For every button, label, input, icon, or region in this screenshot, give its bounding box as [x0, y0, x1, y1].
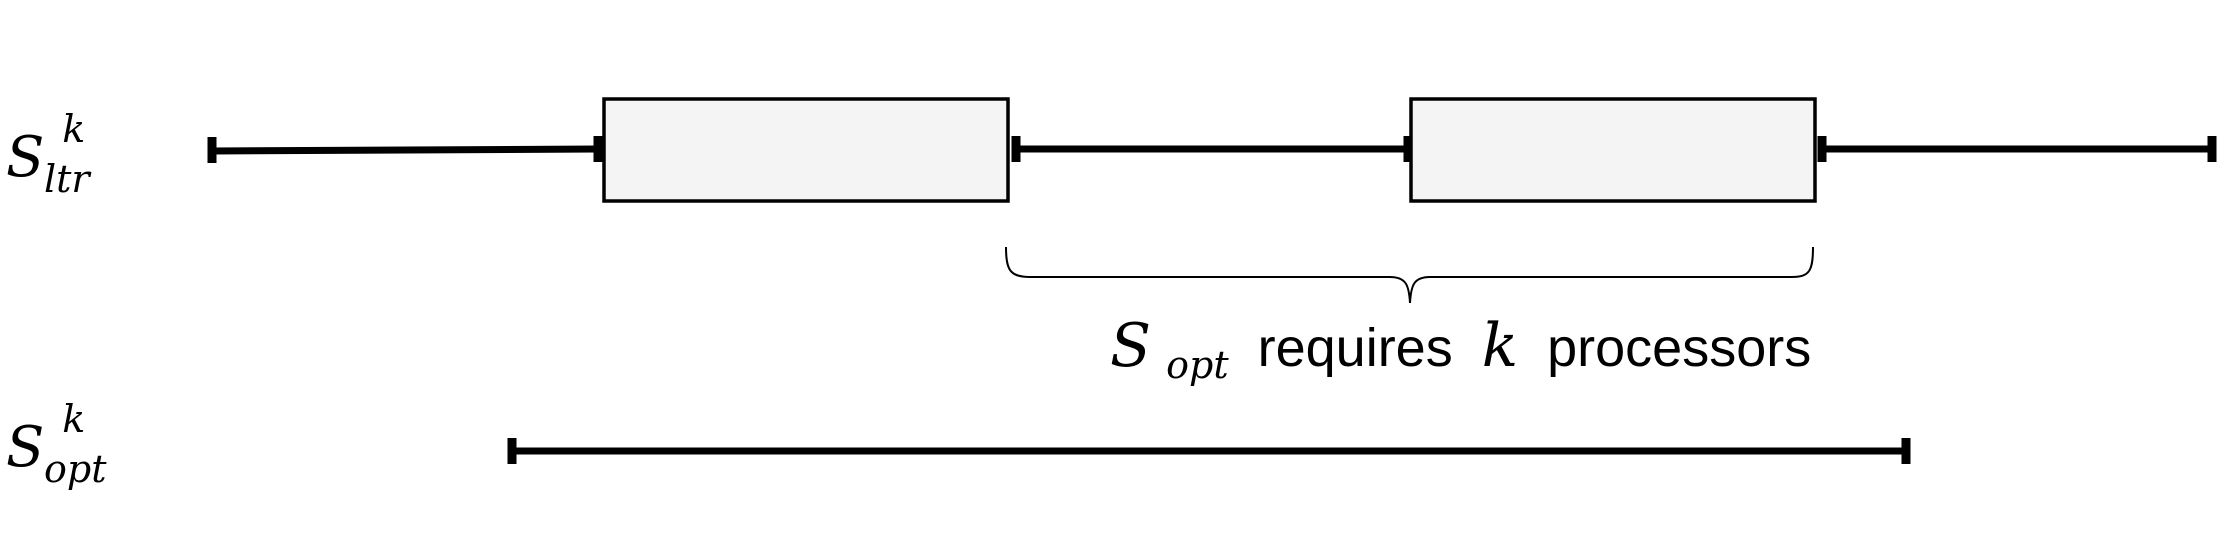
- ltr-timeline: [211, 145, 2212, 155]
- row-label-ltr: S k ltr: [6, 91, 103, 201]
- brace-label-subscript: opt: [1166, 343, 1229, 387]
- row-label-ltr-subscript: ltr: [44, 157, 92, 201]
- brace-label-k: k: [1482, 311, 1518, 381]
- row-label-ltr-superscript: k: [62, 107, 85, 151]
- ltr-block-2: [1409, 97, 1817, 203]
- row-label-opt-superscript: k: [62, 397, 85, 441]
- ltr-block-1: [602, 97, 1010, 203]
- ltr-blocks: [602, 97, 1817, 203]
- row-label-opt-symbol: S: [6, 415, 44, 480]
- row-label-opt-subscript: opt: [44, 447, 107, 491]
- brace-label-text-after: processors: [1547, 318, 1811, 378]
- ltr-segment-1: [211, 145, 599, 155]
- opt-timeline: [507, 438, 1911, 464]
- brace-label-text-before: requires: [1258, 318, 1453, 378]
- row-label-ltr-symbol: S: [6, 125, 44, 190]
- brace-label-symbol: S: [1110, 311, 1151, 381]
- row-label-opt: S k opt: [6, 381, 107, 491]
- brace-label: S opt requires k processors: [1110, 311, 1811, 390]
- curly-brace: [1005, 246, 1814, 304]
- ltr-ticks: [207, 136, 2217, 163]
